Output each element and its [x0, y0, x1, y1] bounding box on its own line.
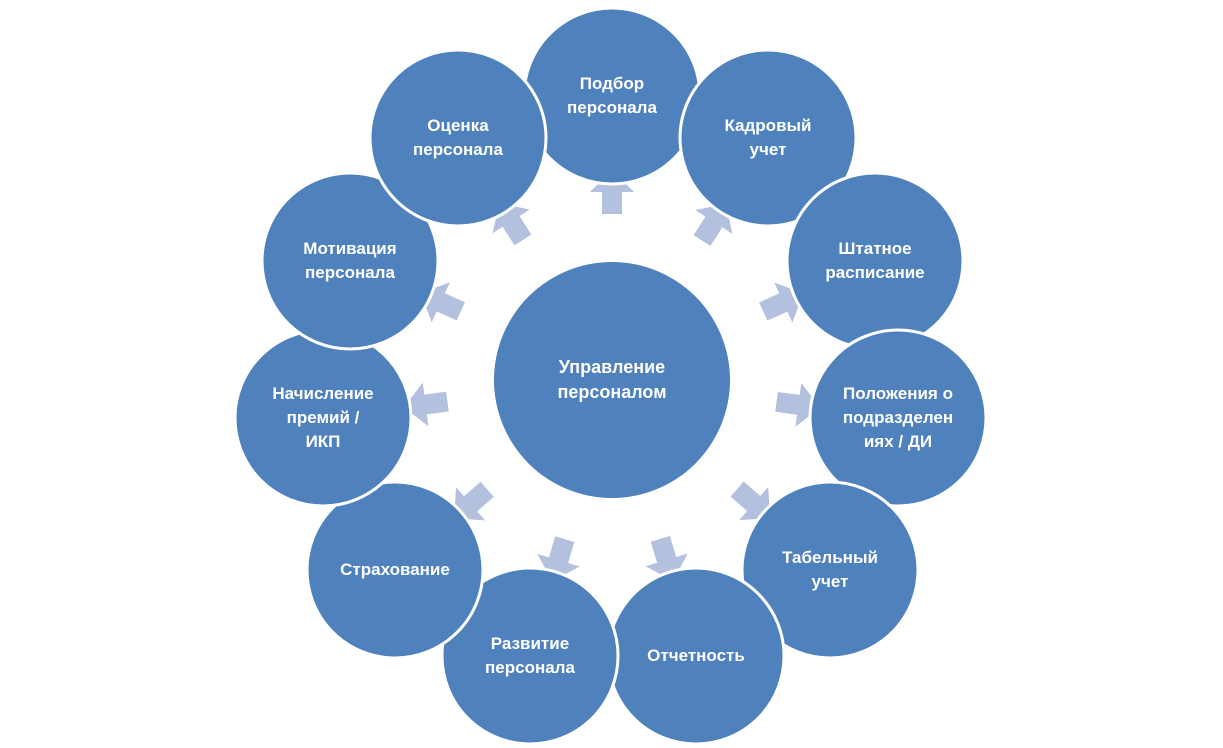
node-4: Положения о подразделен иях / ДИ — [808, 328, 988, 508]
node-3: Штатное расписание — [785, 171, 965, 351]
node-2-label: Кадровый учет — [724, 115, 812, 159]
node-5-label-frame: Табельный учет — [782, 547, 878, 591]
arrow-5 — [730, 481, 771, 521]
node-4-label: Положения о подразделен иях / ДИ — [842, 383, 954, 451]
node-7-label: Развитие персонала — [485, 633, 575, 677]
node-2-label-frame: Кадровый учет — [724, 115, 812, 159]
node-6-label: Отчетность — [647, 645, 745, 665]
node-1-label-frame: Подбор персонала — [567, 73, 657, 117]
node-circle — [305, 480, 485, 660]
node-2: Кадровый учет — [678, 48, 858, 228]
arrow-shape — [454, 481, 494, 521]
node-1-label: Подбор персонала — [567, 73, 657, 117]
node-7-label-frame: Развитие персонала — [485, 633, 575, 677]
center-layer: Управление персоналом — [494, 262, 730, 498]
node-circle — [808, 328, 988, 508]
node-circle — [740, 480, 920, 660]
node-10-label-frame: Мотивация персонала — [303, 238, 397, 282]
node-8-label-frame: Страхование — [340, 559, 450, 579]
center-node: Управление персоналом — [494, 262, 730, 498]
node-9-label: Начисление премий / ИКП — [272, 383, 374, 451]
node-6: Отчетность — [606, 566, 786, 746]
node-6-label-frame: Отчетность — [647, 645, 745, 665]
node-circle — [678, 48, 858, 228]
node-11-label-frame: Оценка персонала — [413, 115, 503, 159]
arrow-9 — [403, 382, 449, 427]
arrow-shape — [730, 481, 771, 521]
node-3-label-frame: Штатное расписание — [825, 238, 925, 282]
node-10: Мотивация персонала — [260, 171, 440, 351]
node-3-label: Штатное расписание — [825, 238, 925, 282]
center-label: Управление персоналом — [557, 356, 667, 402]
node-11-label: Оценка персонала — [413, 115, 503, 159]
node-11: Оценка персонала — [368, 48, 548, 228]
node-5: Табельный учет — [740, 480, 920, 660]
node-5-label: Табельный учет — [782, 547, 878, 591]
node-9: Начисление премий / ИКП — [233, 328, 413, 508]
arrow-shape — [403, 382, 449, 427]
node-circle — [440, 566, 620, 746]
node-9-label-frame: Начисление премий / ИКП — [272, 383, 374, 451]
center-circle — [494, 262, 730, 498]
arrow-8 — [454, 481, 494, 521]
node-1: Подбор персонала — [522, 6, 702, 186]
node-8: Страхование — [305, 480, 485, 660]
node-circle — [260, 171, 440, 351]
center-label-frame: Управление персоналом — [557, 356, 667, 402]
node-10-label: Мотивация персонала — [303, 238, 397, 282]
node-7: Развитие персонала — [440, 566, 620, 746]
node-8-label: Страхование — [340, 559, 450, 579]
node-4-label-frame: Положения о подразделен иях / ДИ — [842, 383, 954, 451]
node-circle — [368, 48, 548, 228]
